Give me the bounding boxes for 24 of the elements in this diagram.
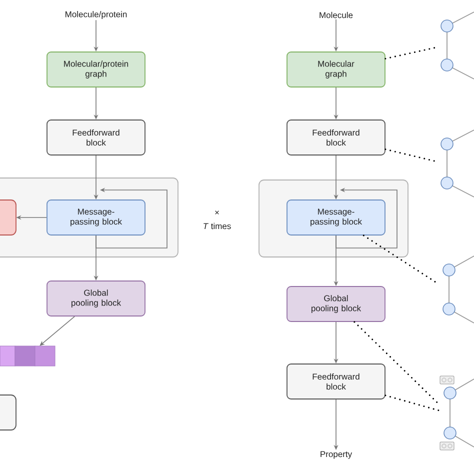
process-box: Molecular graph <box>286 52 386 88</box>
flow-text: Molecule/protein <box>66 11 127 19</box>
process-box: Global pooling block <box>46 280 146 316</box>
graph-drawing <box>442 256 474 324</box>
process-box: Feedforward block <box>46 120 146 156</box>
dotted-line <box>384 148 438 162</box>
graph-drawing <box>440 12 474 80</box>
note-text: × <box>215 210 219 214</box>
flow-text: Property <box>320 451 352 459</box>
graph-drawing <box>440 376 474 450</box>
process-box: Message-passing block <box>46 200 146 236</box>
flow-text: Molecule <box>320 12 353 18</box>
vector-bar <box>0 346 56 366</box>
process-box: Message-passing block <box>286 200 386 236</box>
dotted-line <box>384 46 438 60</box>
graph-drawing <box>440 130 474 198</box>
note-text: T times <box>204 222 231 230</box>
dotted-line <box>384 394 441 412</box>
output-box <box>0 394 16 430</box>
output-box <box>0 200 16 236</box>
process-box: Feedforward block <box>286 120 386 156</box>
process-box: Global pooling block <box>286 286 386 322</box>
process-box: Molecular/protein graph <box>46 52 146 88</box>
process-box: Feedforward block <box>286 364 386 400</box>
